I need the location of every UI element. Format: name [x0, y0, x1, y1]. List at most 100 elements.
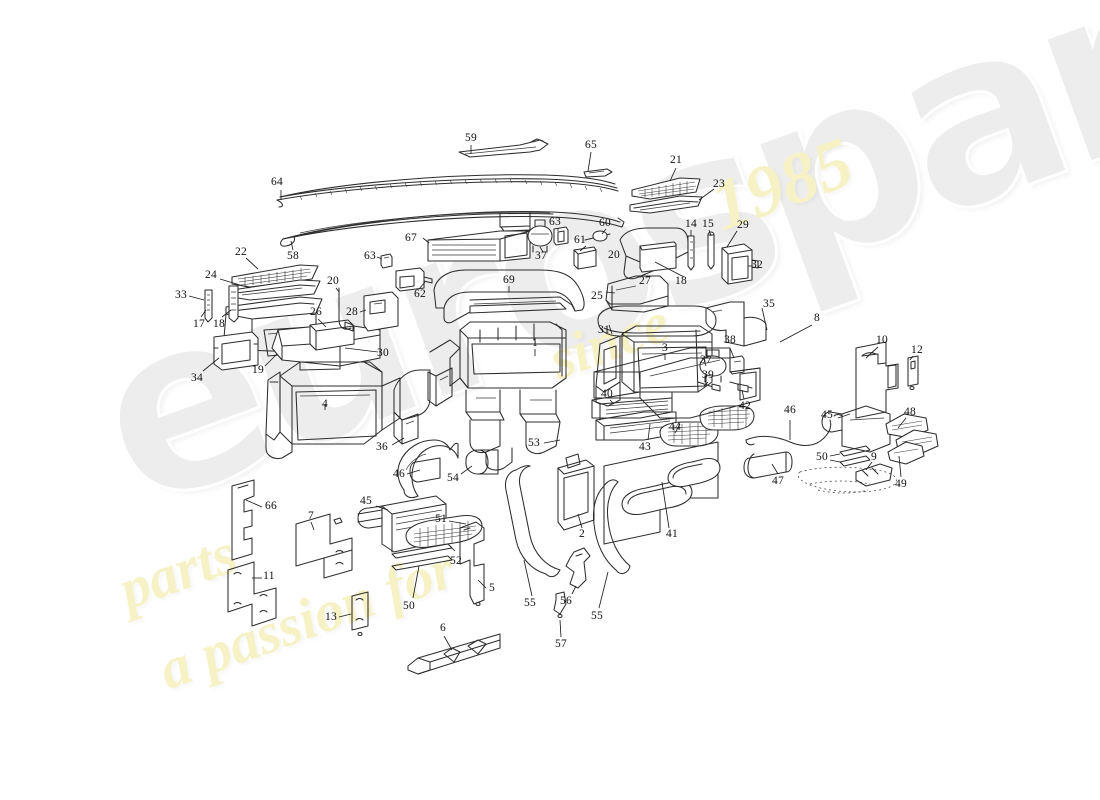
part-56-shape	[565, 547, 591, 589]
callout-number-45b: 45	[820, 409, 834, 421]
callout-number-19: 19	[251, 364, 265, 376]
callout-number-5: 5	[488, 582, 496, 594]
callout-number-3: 3	[661, 342, 669, 354]
callout-number-29: 29	[736, 219, 750, 231]
callout-number-22: 22	[234, 246, 248, 258]
callout-number-55b: 55	[590, 610, 604, 622]
callout-number-26: 26	[309, 306, 323, 318]
callout-number-56: 56	[559, 595, 573, 607]
part-66-shape	[231, 479, 255, 561]
callout-number-50a: 50	[402, 600, 416, 612]
dotted-region	[797, 466, 897, 494]
callout-number-40: 40	[600, 388, 614, 400]
part-33-17-shape	[204, 289, 213, 323]
callout-number-64: 64	[270, 176, 284, 188]
callout-number-31: 31	[597, 324, 611, 336]
part-32-shape	[721, 243, 759, 285]
part-34-shape	[213, 331, 259, 371]
part-46b-shape	[745, 419, 832, 447]
part-12-shape	[907, 355, 919, 391]
callout-number-36: 36	[375, 441, 389, 453]
part-47-shape	[743, 451, 793, 479]
callout-number-47: 47	[771, 475, 785, 487]
callout-number-7: 7	[307, 510, 315, 522]
callout-number-63a: 63	[548, 216, 562, 228]
part-31-shape	[597, 305, 717, 337]
callout-number-33: 33	[174, 289, 188, 301]
callout-number-44: 44	[668, 421, 682, 433]
part-60-shape	[584, 230, 611, 242]
part-67-shape	[427, 230, 531, 262]
part-22-shape	[231, 264, 319, 288]
callout-number-11: 11	[263, 570, 275, 582]
callout-number-52: 52	[449, 555, 463, 567]
callout-number-4: 4	[321, 398, 329, 410]
part-28-shape	[363, 291, 399, 332]
callout-number-51: 51	[434, 513, 448, 525]
callout-number-9: 9	[870, 451, 878, 463]
callout-number-50b: 50	[815, 451, 829, 463]
callout-number-24: 24	[204, 269, 218, 281]
part-64-shape	[276, 174, 619, 208]
callout-number-30: 30	[376, 347, 390, 359]
part-10-shape	[855, 341, 899, 419]
part-44-shape	[659, 405, 755, 447]
callout-number-17: 17	[192, 318, 206, 330]
callout-number-18b: 18	[674, 275, 688, 287]
callout-number-49: 49	[894, 478, 908, 490]
callout-number-37b: 37	[699, 354, 713, 366]
callout-number-35: 35	[762, 298, 776, 310]
part-42-shape	[729, 381, 753, 393]
callout-number-39: 39	[701, 369, 715, 381]
callout-number-69: 69	[502, 274, 516, 286]
callout-number-66: 66	[264, 500, 278, 512]
part-55b-shape	[593, 479, 631, 575]
callout-number-46b: 46	[783, 404, 797, 416]
part-54-shape	[465, 449, 499, 475]
part-55a-shape	[505, 465, 561, 578]
part-65-shape	[583, 168, 613, 178]
part-48-shape	[885, 413, 939, 465]
part-15-shape	[707, 231, 715, 270]
callout-number-54: 54	[446, 472, 460, 484]
part-26-shape	[309, 319, 355, 351]
callout-number-37a: 37	[534, 250, 548, 262]
callout-number-25: 25	[590, 290, 604, 302]
part-8-shape	[593, 347, 761, 419]
callout-number-46a: 46	[392, 468, 406, 480]
part-2-shape	[557, 453, 595, 531]
part-53-shape	[409, 457, 441, 483]
part-41-shape	[603, 441, 721, 545]
callout-number-65: 65	[584, 139, 598, 151]
callout-number-41: 41	[665, 528, 679, 540]
callout-number-61: 61	[573, 234, 587, 246]
callout-number-2: 2	[578, 528, 586, 540]
callout-number-10: 10	[875, 334, 889, 346]
callout-number-48: 48	[903, 406, 917, 418]
part-37b-shape	[699, 349, 727, 383]
callout-number-20b: 20	[326, 275, 340, 287]
callout-number-8: 8	[813, 312, 821, 324]
part-59-shape	[458, 138, 549, 158]
part-62-shape	[395, 267, 433, 292]
callout-number-14: 14	[684, 218, 698, 230]
part-20b-shape	[338, 287, 354, 332]
callout-number-15: 15	[701, 218, 715, 230]
part-50b-shape	[839, 445, 871, 467]
callout-number-62: 62	[413, 288, 427, 300]
callout-number-42: 42	[738, 400, 752, 412]
part-4-shape	[265, 361, 401, 459]
part-69-shape	[433, 269, 585, 324]
callout-number-53: 53	[527, 437, 541, 449]
callout-number-32: 32	[750, 259, 764, 271]
callout-number-43: 43	[638, 441, 652, 453]
part-23-shape	[629, 195, 703, 214]
part-16-shape	[619, 227, 689, 280]
part-45b-shape	[821, 405, 891, 453]
part-46a-shape	[397, 439, 459, 499]
callout-number-1: 1	[531, 337, 539, 349]
part-37a-shape	[527, 219, 553, 253]
callout-number-38: 38	[723, 334, 737, 346]
